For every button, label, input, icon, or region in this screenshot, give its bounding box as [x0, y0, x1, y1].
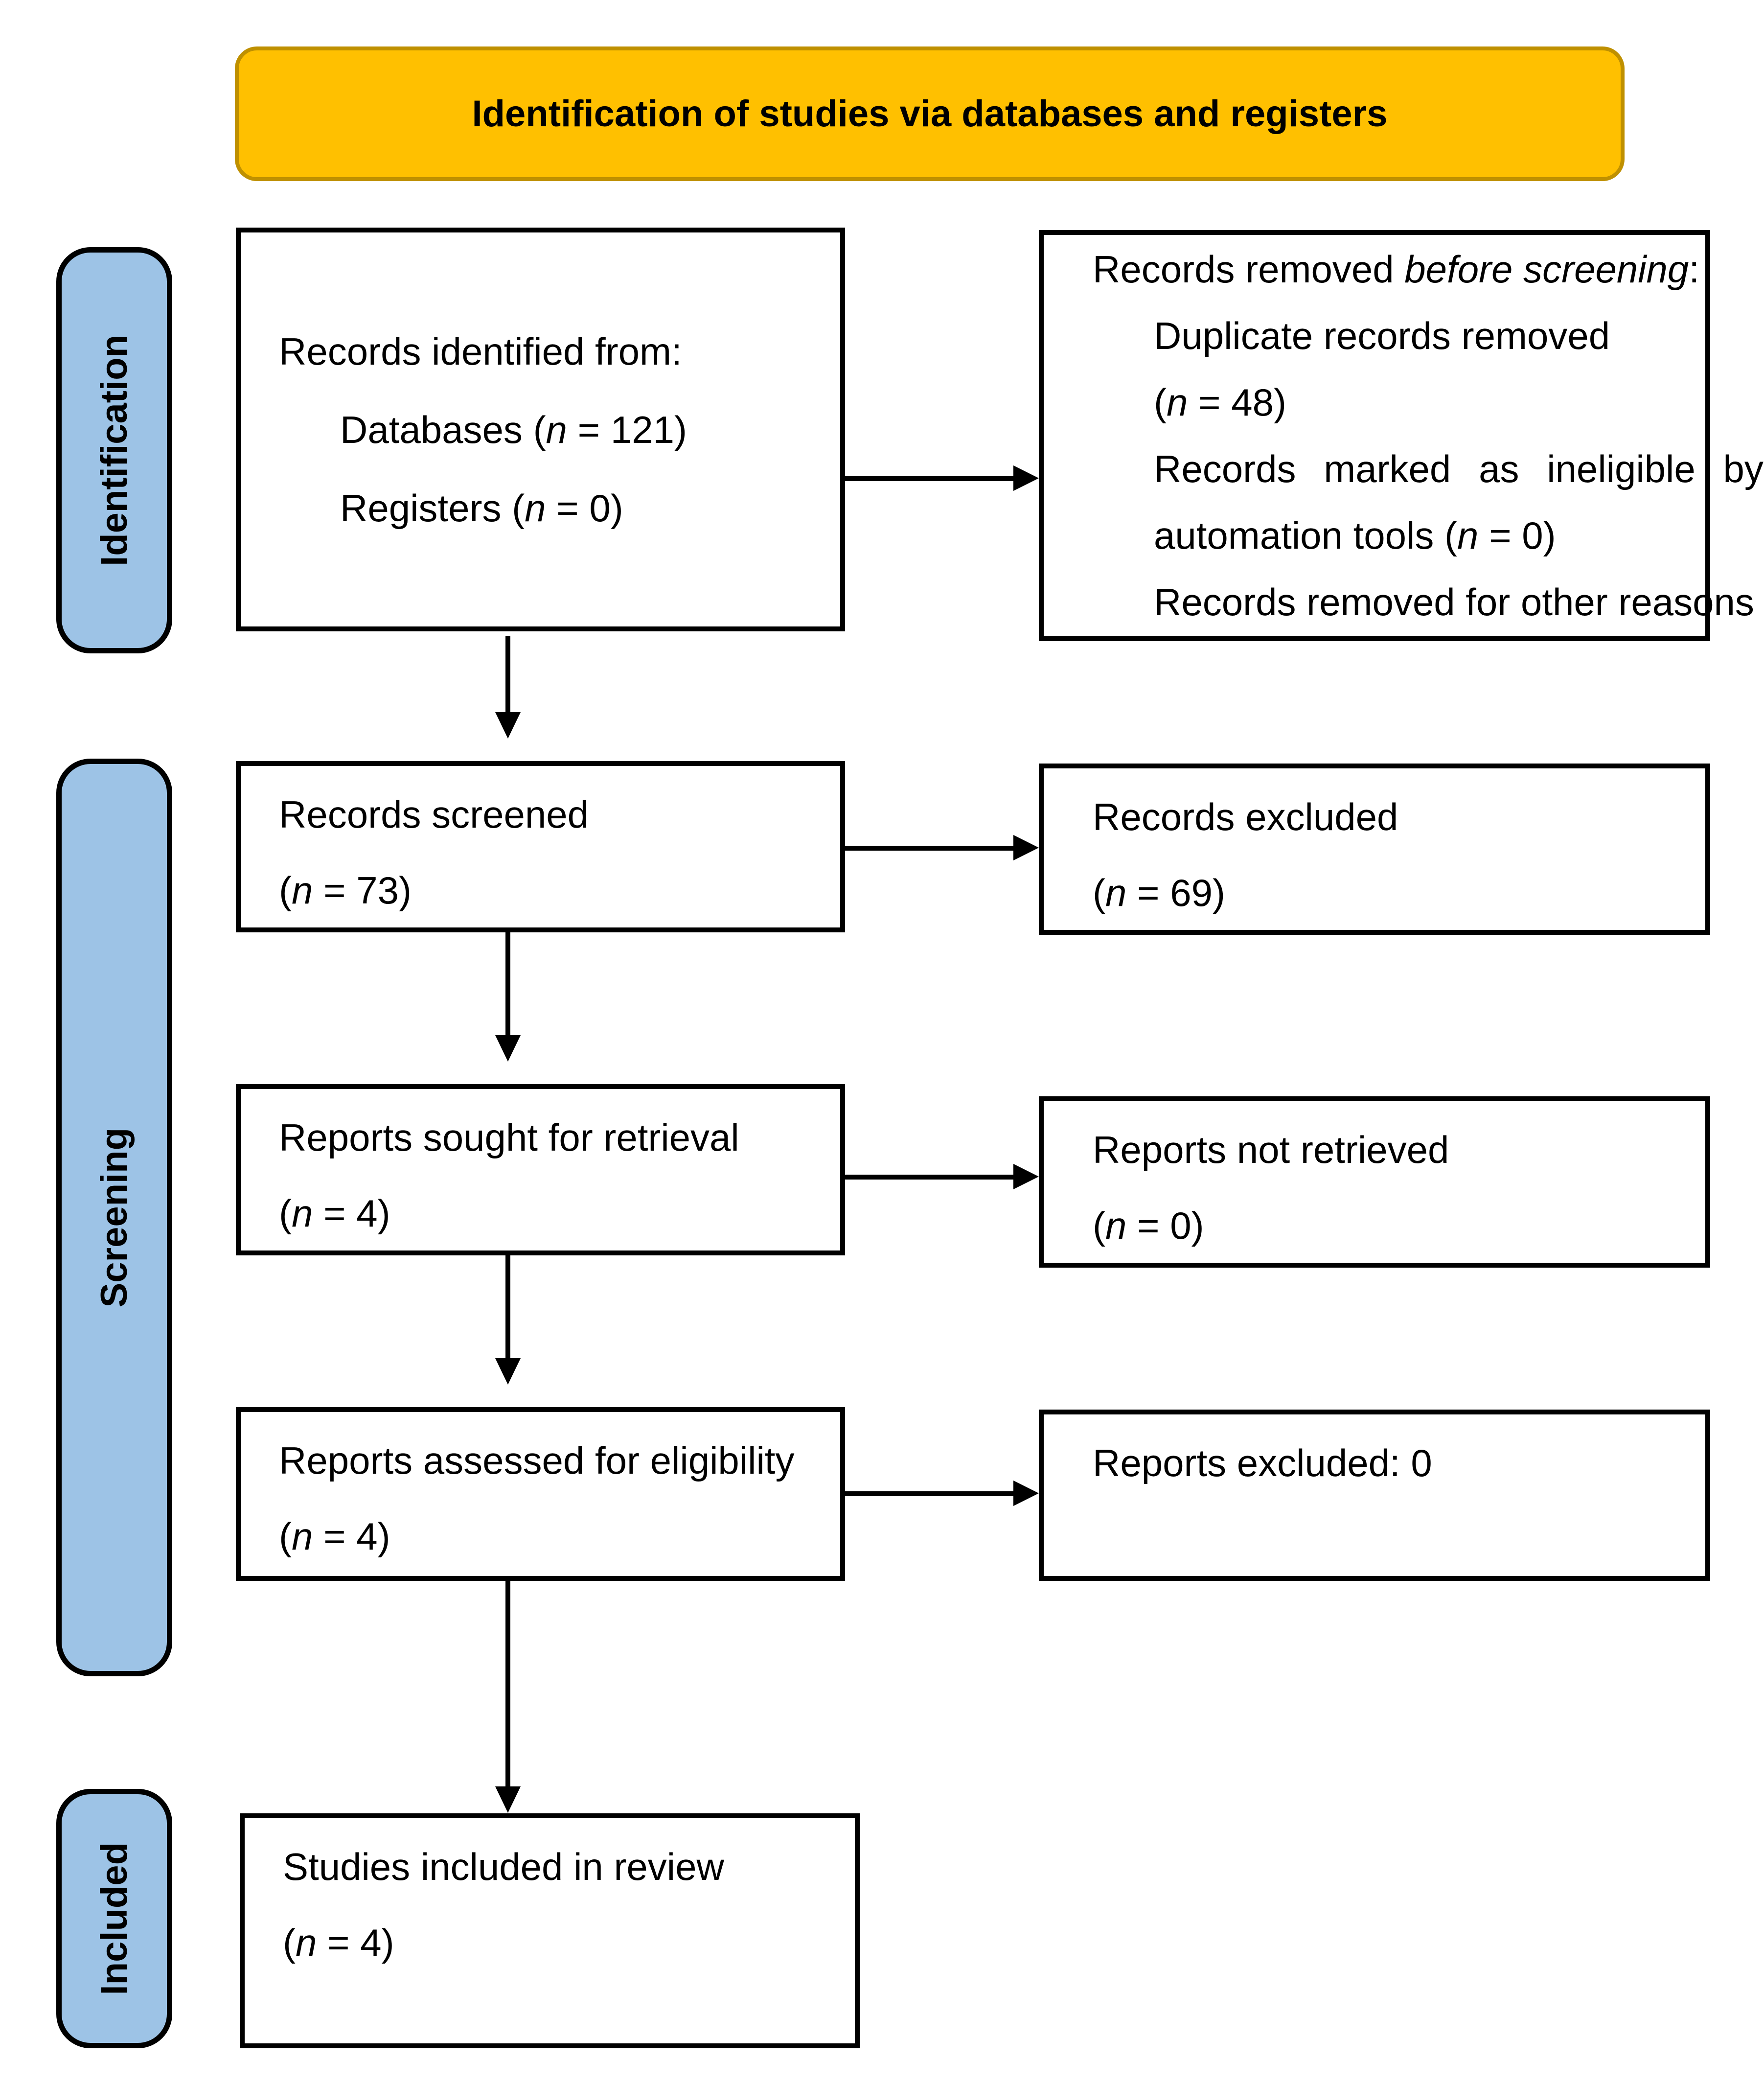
- text-line: (n = 4): [279, 1515, 390, 1558]
- title-banner-label: Identification of studies via databases …: [472, 93, 1388, 135]
- arrow-assessed-to-included-line: [505, 1581, 510, 1786]
- arrow-screened-to-excluded-head: [1013, 835, 1039, 860]
- text-line: Duplicate records removed: [1154, 314, 1610, 357]
- arrow-screened-to-excluded-line: [845, 846, 1013, 851]
- arrow-assessed-to-included-head: [495, 1786, 521, 1813]
- stage-label-included: Included: [56, 1789, 172, 2048]
- arrow-assessed-to-excluded-line: [845, 1491, 1013, 1496]
- text-line: (n = 48): [1154, 381, 1287, 424]
- text-line: (n = 0): [1093, 1204, 1204, 1247]
- box-records-excluded: Records excluded (n = 69): [1039, 764, 1710, 935]
- arrow-sought-to-assessed-line: [505, 1255, 510, 1358]
- text-line: Records removed before screening:: [1093, 248, 1699, 291]
- text-line: (n = 69): [1093, 871, 1226, 914]
- stage-label-screening-text: Screening: [93, 1127, 135, 1308]
- box-records-identified: Records identified from: Databases (n = 1…: [236, 228, 845, 631]
- text-line: Registers (n = 0): [340, 486, 623, 530]
- box-reports-sought-for-retrieval: Reports sought for retrieval (n = 4): [236, 1084, 845, 1255]
- arrow-sought-to-not-retrieved-head: [1013, 1164, 1039, 1189]
- text-line: Studies included in review: [283, 1845, 724, 1888]
- arrow-identified-to-removed-line: [845, 476, 1013, 481]
- arrow-identified-to-screened-head: [495, 712, 521, 739]
- box-reports-not-retrieved: Reports not retrieved (n = 0): [1039, 1096, 1710, 1268]
- text-line: (n = 4): [283, 1921, 394, 1964]
- text-line: Records removed for other reasons: [1154, 580, 1754, 624]
- text-line: Records identified from:: [279, 329, 682, 373]
- title-banner: Identification of studies via databases …: [235, 46, 1625, 181]
- arrow-identified-to-removed-head: [1013, 465, 1039, 491]
- text-line: Reports not retrieved: [1093, 1128, 1449, 1171]
- arrow-sought-to-not-retrieved-line: [845, 1175, 1013, 1180]
- text-line: automation tools (n = 0): [1154, 514, 1556, 557]
- box-reports-excluded: Reports excluded: 0: [1039, 1410, 1710, 1581]
- text-line: Databases (n = 121): [340, 408, 687, 451]
- text-line: Reports excluded: 0: [1093, 1441, 1432, 1484]
- box-records-removed-before-screening: Records removed before screening: Duplica…: [1039, 230, 1764, 641]
- arrow-identified-to-screened-line: [505, 636, 510, 712]
- box-records-screened: Records screened (n = 73): [236, 761, 845, 932]
- text-line: (n = 4): [279, 1192, 390, 1235]
- stage-label-screening: Screening: [56, 759, 172, 1676]
- stage-label-included-text: Included: [93, 1842, 135, 1995]
- text-line: Records marked as ineligible by: [1154, 447, 1764, 490]
- box-studies-included-in-review: Studies included in review (n = 4): [240, 1813, 860, 2048]
- stage-label-identification: Identification: [56, 247, 172, 653]
- arrow-screened-to-sought-line: [505, 932, 510, 1035]
- arrow-screened-to-sought-head: [495, 1035, 521, 1062]
- text-line: Records screened: [279, 793, 589, 836]
- text-line: (n = 73): [279, 869, 412, 912]
- text-line: Reports assessed for eligibility: [279, 1439, 795, 1482]
- text-line: Records excluded: [1093, 795, 1398, 838]
- stage-label-identification-text: Identification: [93, 334, 135, 566]
- arrow-sought-to-assessed-head: [495, 1358, 521, 1385]
- box-reports-assessed-for-eligibility: Reports assessed for eligibility (n = 4): [236, 1407, 845, 1581]
- arrow-assessed-to-excluded-head: [1013, 1481, 1039, 1506]
- text-line: Reports sought for retrieval: [279, 1116, 739, 1159]
